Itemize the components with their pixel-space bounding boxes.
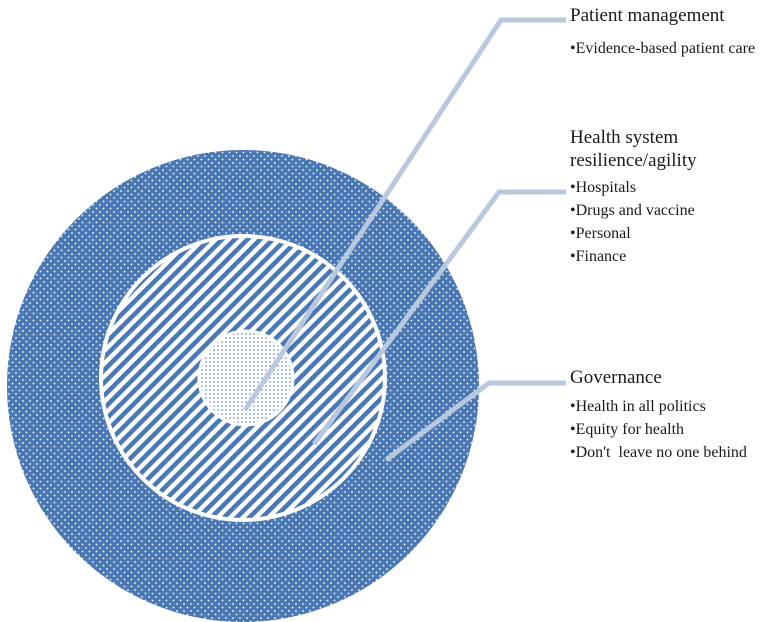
connector-line-patient-management bbox=[242, 17, 566, 412]
heading-line: Patient management bbox=[570, 5, 725, 26]
layer-heading: Governance bbox=[570, 366, 765, 389]
layer-heading: Health system resilience/agility bbox=[570, 126, 765, 172]
layer-label-governance: Governance •Health in all politics •Equi… bbox=[570, 366, 765, 464]
layer-label-patient-management: Patient management •Evidence-based patie… bbox=[570, 4, 765, 60]
bullet-item: •Hospitals bbox=[570, 179, 637, 196]
connector-line-governance bbox=[384, 380, 566, 463]
heading-line: Health system bbox=[570, 127, 679, 148]
bullet-item: •Evidence-based patient care bbox=[570, 40, 756, 57]
inner-circle-patient-management bbox=[197, 329, 295, 427]
heading-line: Governance bbox=[570, 367, 662, 388]
bullet-item: •Drugs and vaccine bbox=[570, 202, 695, 219]
bullet-item: •Don't leave no one behind bbox=[570, 444, 747, 461]
layer-heading: Patient management bbox=[570, 4, 765, 27]
bullet-list: •Health in all politics •Equity for heal… bbox=[570, 395, 765, 464]
bullet-list: •Evidence-based patient care bbox=[570, 37, 765, 60]
heading-line: resilience/agility bbox=[570, 150, 697, 171]
bullet-item: •Equity for health bbox=[570, 421, 685, 438]
bullet-item: •Finance bbox=[570, 248, 627, 265]
layer-label-health-system: Health system resilience/agility •Hospit… bbox=[570, 126, 765, 268]
connector-line-health-system bbox=[311, 189, 566, 446]
bullet-item: •Personal bbox=[570, 225, 631, 242]
bullet-list: •Hospitals •Drugs and vaccine •Personal … bbox=[570, 176, 765, 268]
bullet-item: •Health in all politics bbox=[570, 398, 706, 415]
